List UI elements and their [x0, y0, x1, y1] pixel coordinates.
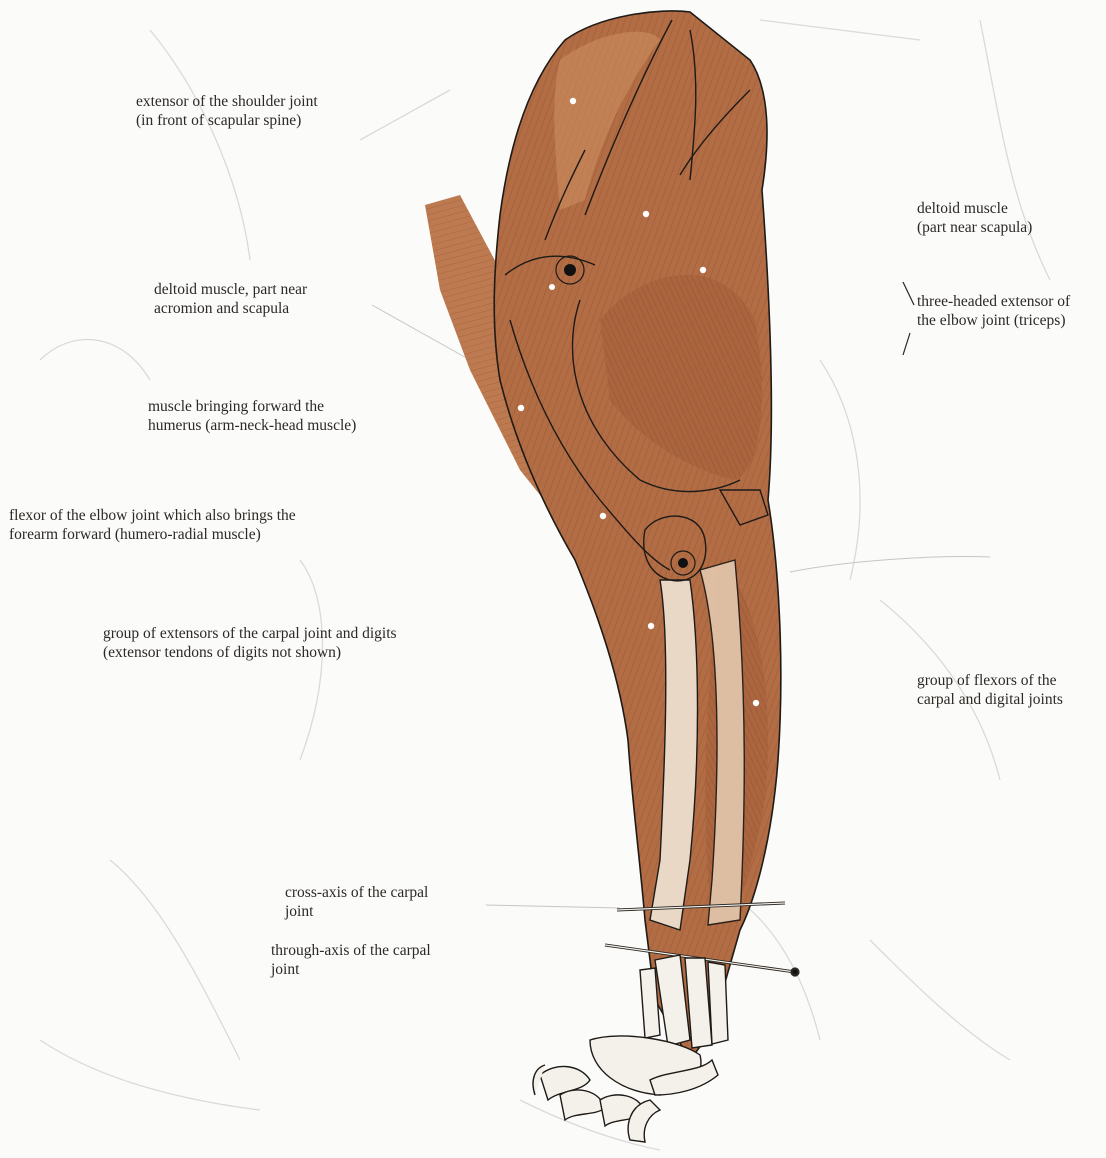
label-line: three-headed extensor of [917, 292, 1070, 311]
label-cross-axis: cross-axis of the carpal joint [285, 883, 428, 921]
label-line: deltoid muscle [917, 199, 1032, 218]
label-line: the elbow joint (triceps) [917, 311, 1070, 330]
shoulder-joint-marker [564, 264, 576, 276]
label-line: (in front of scapular spine) [136, 111, 318, 130]
label-deltoid-scapula: deltoid muscle (part near scapula) [917, 199, 1032, 237]
triceps-bracket [903, 282, 914, 355]
label-triceps: three-headed extensor of the elbow joint… [917, 292, 1070, 330]
label-elbow-flexor: flexor of the elbow joint which also bri… [9, 506, 296, 544]
label-line: extensor of the shoulder joint [136, 92, 318, 111]
label-line: deltoid muscle, part near [154, 280, 307, 299]
label-line: (extensor tendons of digits not shown) [103, 643, 397, 662]
label-deltoid-acromion: deltoid muscle, part near acromion and s… [154, 280, 307, 318]
label-line: cross-axis of the carpal [285, 883, 428, 902]
label-humerus-forward: muscle bringing forward the humerus (arm… [148, 397, 356, 435]
label-line: carpal and digital joints [917, 690, 1063, 709]
label-line: group of extensors of the carpal joint a… [103, 624, 397, 643]
label-line: joint [285, 902, 428, 921]
label-line: acromion and scapula [154, 299, 307, 318]
label-line: forearm forward (humero-radial muscle) [9, 525, 296, 544]
label-line: joint [271, 960, 431, 979]
label-extensor-shoulder: extensor of the shoulder joint (in front… [136, 92, 318, 130]
label-line: muscle bringing forward the [148, 397, 356, 416]
label-line: group of flexors of the [917, 671, 1063, 690]
label-line: humerus (arm-neck-head muscle) [148, 416, 356, 435]
label-line: (part near scapula) [917, 218, 1032, 237]
label-line: through-axis of the carpal [271, 941, 431, 960]
label-carpal-flexors: group of flexors of the carpal and digit… [917, 671, 1063, 709]
label-line: flexor of the elbow joint which also bri… [9, 506, 296, 525]
elbow-joint-marker [678, 558, 688, 568]
label-carpal-extensors: group of extensors of the carpal joint a… [103, 624, 397, 662]
label-through-axis: through-axis of the carpal joint [271, 941, 431, 979]
